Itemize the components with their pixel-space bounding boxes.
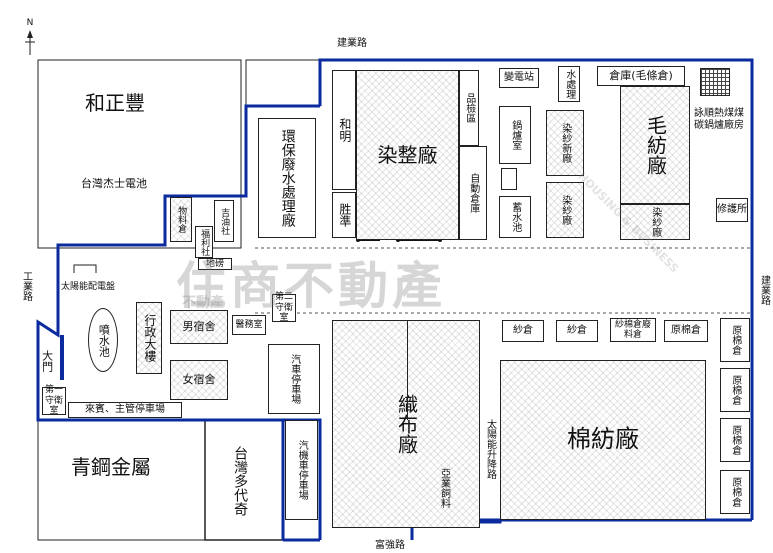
raw-cotton-warehouse-4: 原棉倉 (720, 418, 750, 462)
hezheng-label: 和正豐 (85, 91, 145, 115)
yarn-warehouse-2: 紗倉 (556, 320, 598, 342)
raw-cotton-warehouse-3: 原棉倉 (720, 368, 750, 412)
scale-building: 地磅 (198, 258, 232, 270)
visitor-parking: 來賓、主管停車場 (68, 402, 182, 418)
solar-elevator-label: 太陽能升降路 (484, 419, 496, 479)
welfare-building: 福利社 (195, 226, 213, 258)
coal-boiler-label: 詠順熱煤煤碳鍋爐廠房 (694, 108, 744, 131)
raw-cotton-warehouse: 原棉倉 (664, 320, 708, 342)
dye-new-factory: 染紗新廠 (546, 110, 584, 176)
qinggang-label: 青鋼金屬 (71, 455, 151, 479)
qc-area: 品檢區 (459, 70, 479, 146)
dyeing-factory: 染整廠 (356, 70, 459, 240)
lot-qinggang-outline (37, 419, 206, 541)
dye-yarn-factory: 染紗廠 (546, 182, 584, 238)
water-treatment: 水處理 (558, 66, 580, 102)
weaving-inner-line (407, 320, 408, 420)
lot-hezheng-outline (37, 59, 242, 249)
small-block (501, 168, 517, 190)
male-dorm: 男宿舍 (170, 310, 228, 344)
env-protection-plant: 環保廢水處理廠 (258, 118, 316, 238)
main-gate-label: 大門 (40, 350, 54, 372)
compass-arrow-head (27, 30, 33, 38)
road-left-label: 工業路 (20, 271, 32, 301)
compass-north-label: N (26, 18, 34, 28)
wool-factory: 毛紡廠 (620, 86, 690, 204)
weaving-factory: 織布廠 (332, 320, 480, 528)
taiwan-duodai-label: 台灣多代奇 (232, 446, 249, 516)
coal-boiler-icon (700, 68, 730, 96)
heming-building: 和明 (332, 70, 356, 190)
asia-feed-label: 亞業飼料 (438, 468, 450, 508)
boiler-room: 鍋爐室 (499, 106, 531, 164)
warehouse-wool: 倉庫(毛條倉) (597, 66, 685, 86)
water-tower: 噴水池 (88, 308, 118, 372)
road-right-label: 建業路 (758, 275, 770, 305)
raw-cotton-warehouse-2: 原棉倉 (720, 318, 750, 362)
auto-warehouse: 自動倉庫 (459, 146, 487, 240)
road-top-label: 建業路 (337, 38, 367, 49)
waste-warehouse: 紗棉倉廢料倉 (610, 318, 656, 342)
solar-panel-label: 太陽能配電盤 (60, 282, 115, 292)
guard-left-building: 吉油社 (214, 200, 234, 242)
property-boundary (36, 58, 754, 540)
clinic: 醫務室 (232, 315, 266, 335)
road-bottom-label: 富強路 (375, 540, 405, 551)
substation: 變電站 (499, 68, 539, 88)
dye-yarn-factory-2: 染紗廠 (620, 204, 690, 240)
shengzhun-building: 胜準 (332, 192, 356, 238)
admin-building: 行政大樓 (136, 302, 162, 374)
female-dorm: 女宿舍 (170, 360, 228, 400)
guard-room-1: 第一守衛室 (42, 385, 66, 416)
fire-pool: 蓄水池 (499, 196, 531, 238)
car-park: 汽車停車場 (268, 344, 320, 414)
lot-top-middle-outline (245, 59, 321, 107)
raw-cotton-warehouse-5: 原棉倉 (720, 470, 750, 514)
taiwan-battery-label: 台灣杰士電池 (81, 177, 147, 190)
guard-room-2: 第二守衛室 (272, 292, 296, 323)
cotton-factory: 棉紡廠 (500, 360, 706, 520)
moto-park: 汽機車停車場 (285, 420, 318, 520)
solar-panel-marker (73, 264, 97, 273)
repair-shop: 修護所 (716, 198, 748, 222)
material-warehouse: 物料倉 (170, 197, 192, 242)
yarn-warehouse-1: 紗倉 (502, 320, 544, 342)
